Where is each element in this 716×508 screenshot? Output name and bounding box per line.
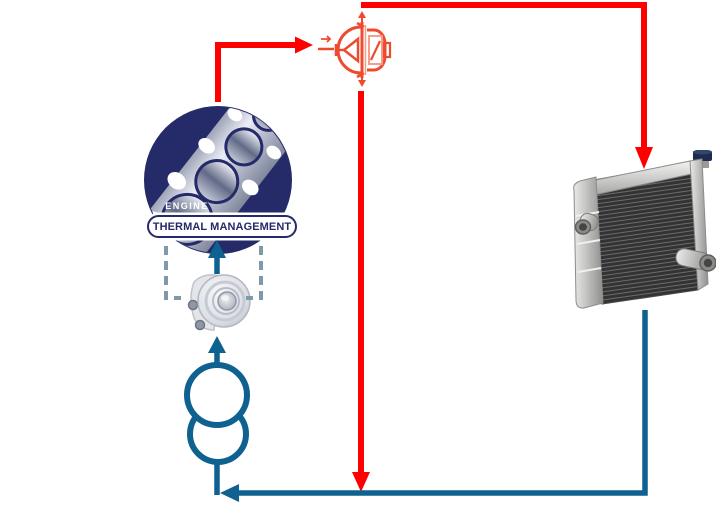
radiator-illustration [573, 149, 716, 309]
thermostat-to-radiator-arrow [361, 2, 653, 169]
radiator-right-pipe [675, 248, 716, 272]
radiator-return-line [220, 310, 648, 502]
pump-to-oil-cooler-arrow [208, 336, 226, 353]
thermostat-icon [318, 10, 395, 88]
pump-symbol [184, 362, 250, 465]
radiator-left-pipe [574, 212, 599, 235]
oil-cooler-pipe-lower [194, 319, 206, 331]
oil-cooler-illustration [187, 274, 251, 331]
engine-gasket-illustration [128, 90, 308, 270]
engine-badge: ENGINE THERMAL MANAGEMENT [128, 90, 308, 270]
oil-cooler-image [184, 268, 252, 338]
engine-label: ENGINE [165, 201, 209, 211]
thermostat-inflow-arrow [321, 35, 332, 43]
thermostat-spring [370, 40, 381, 61]
thermostat-bypass-arrow [352, 91, 370, 492]
pump-circle-lower [187, 403, 249, 465]
radiator-image [570, 149, 716, 312]
thermal-management-pill: THERMAL MANAGEMENT [147, 215, 297, 238]
thermal-management-label: THERMAL MANAGEMENT [152, 220, 292, 233]
thermostat-valve-cone [341, 36, 360, 64]
oil-cooler-center-port [217, 291, 237, 311]
oil-cooler-pipe-upper [187, 299, 199, 311]
thermostat-valve-glyph [318, 11, 392, 87]
thermostat-right-tab [382, 41, 392, 59]
pump-circle-upper [184, 362, 250, 428]
